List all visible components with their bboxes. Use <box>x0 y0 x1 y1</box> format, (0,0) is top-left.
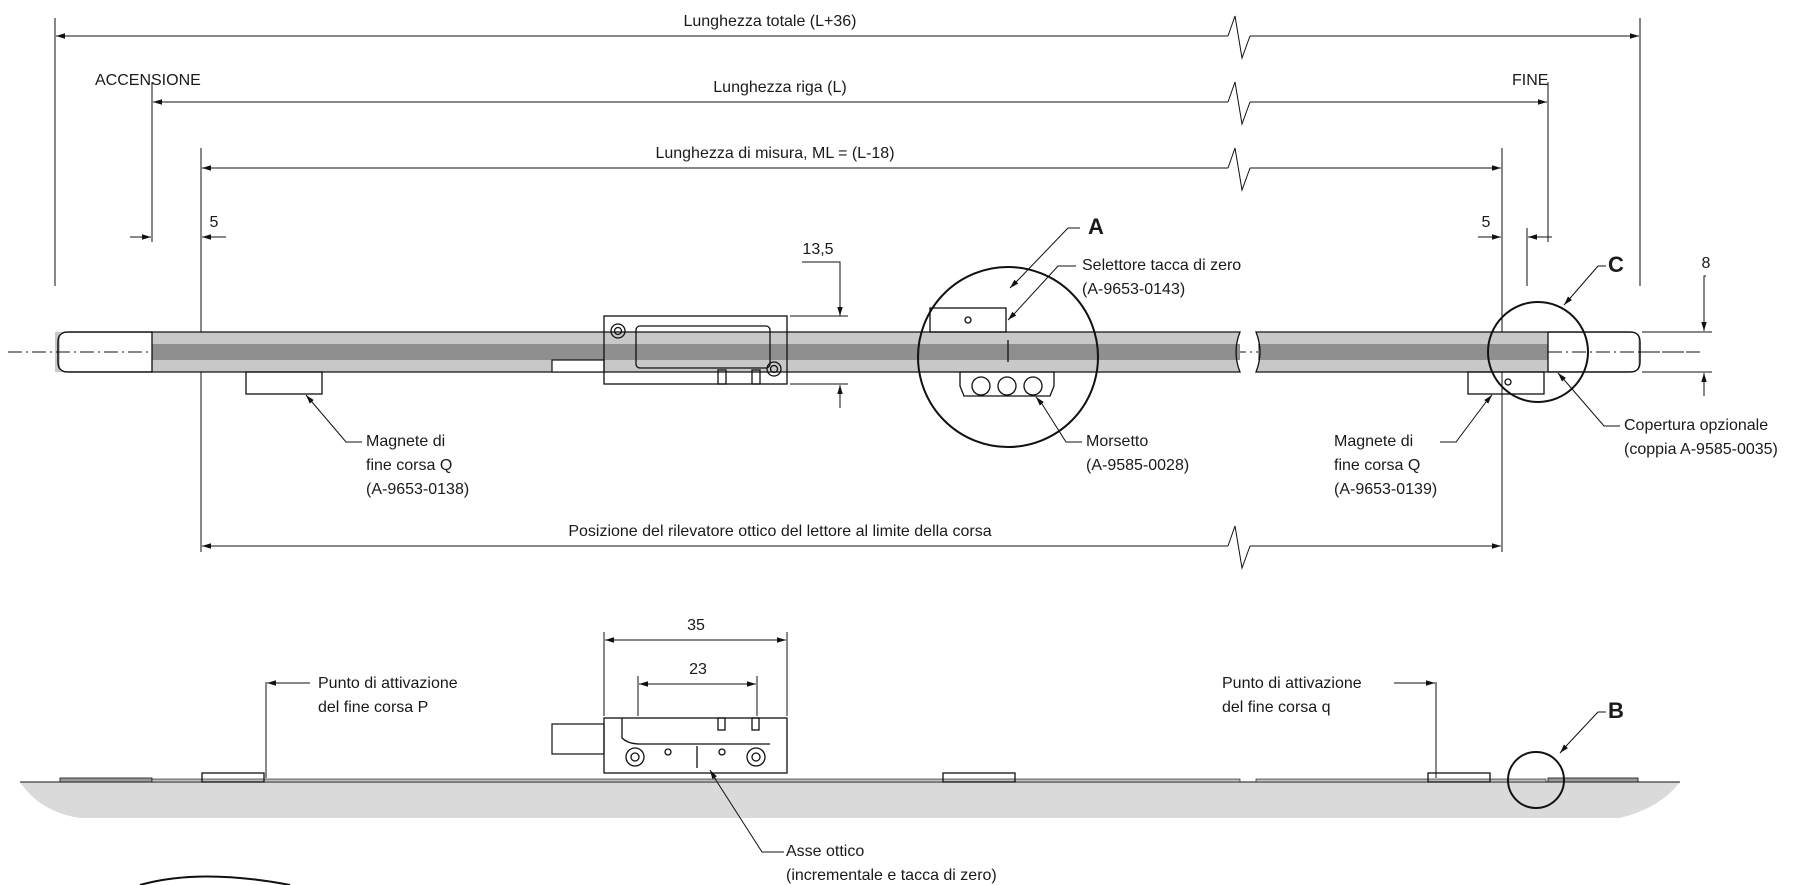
end-label: FINE <box>1512 72 1548 89</box>
limit-point-q-label-1: Punto di attivazione <box>1222 675 1362 692</box>
optional-cover-callout: Copertura opzionale (coppia A-9585-0035) <box>1557 372 1778 458</box>
power-on-label: ACCENSIONE <box>95 72 201 89</box>
dimension-scale-height: 8 <box>1642 255 1712 396</box>
end-offset-right-value: 5 <box>1482 214 1491 231</box>
limit-magnet-right-label-1: Magnete di <box>1334 433 1413 450</box>
end-offset-left-value: 5 <box>210 214 219 231</box>
dimension-end-offset-right: 5 <box>1478 214 1552 240</box>
limit-point-p-callout: Punto di attivazione del fine corsa P <box>265 675 458 778</box>
readhead-height-value: 13,5 <box>802 241 833 258</box>
clamp-label-1: Morsetto <box>1086 433 1148 450</box>
limit-magnet-right-label-2: fine corsa Q <box>1334 457 1420 474</box>
limit-magnet-right-label-3: (A-9653-0139) <box>1334 481 1437 498</box>
readhead-inner-width-value: 23 <box>689 661 707 678</box>
limit-point-p-label-1: Punto di attivazione <box>318 675 458 692</box>
readhead-top <box>551 315 788 385</box>
optional-cover-label-2: (coppia A-9585-0035) <box>1624 441 1778 458</box>
readhead-side <box>551 717 788 774</box>
detail-arc-partial <box>139 875 291 885</box>
dimension-end-offset-left: 5 <box>130 214 226 240</box>
dimension-scale-length: Lunghezza riga (L) <box>153 79 1547 126</box>
optional-cover-label-1: Copertura opzionale <box>1624 417 1768 434</box>
dimension-readhead-travel: Posizione del rilevatore ottico del lett… <box>202 523 1501 570</box>
scale-length-label: Lunghezza riga (L) <box>713 79 846 96</box>
dimension-readhead-height: 13,5 <box>790 241 848 408</box>
clamp-callout: Morsetto (A-9585-0028) <box>1035 396 1189 474</box>
optical-axis-label-1: Asse ottico <box>786 843 864 860</box>
clamp-label-2: (A-9585-0028) <box>1086 457 1189 474</box>
limit-magnet-left-callout: Magnete di fine corsa Q (A-9653-0138) <box>305 394 469 498</box>
detail-b: B <box>1507 698 1624 809</box>
detail-a-label: A <box>1088 214 1104 239</box>
limit-point-q-callout: Punto di attivazione del fine corsa q <box>1222 675 1437 778</box>
scale-bar <box>8 331 1700 373</box>
total-length-label: Lunghezza totale (L+36) <box>683 13 856 30</box>
scale-height-value: 8 <box>1702 255 1711 272</box>
optical-axis-callout: Asse ottico (incrementale e tacca di zer… <box>709 769 997 884</box>
limit-magnet-right <box>1467 371 1545 395</box>
dimension-measuring-length: Lunghezza di misura, ML = (L-18) <box>202 145 1501 192</box>
detail-b-label: B <box>1608 698 1624 723</box>
detail-c-label: C <box>1608 252 1624 277</box>
substrate <box>20 782 1680 818</box>
limit-magnet-left-label-2: fine corsa Q <box>366 457 452 474</box>
readhead-width-value: 35 <box>687 617 705 634</box>
dimension-readhead-inner-width: 23 <box>637 661 758 716</box>
limit-magnet-right-callout: Magnete di fine corsa Q (A-9653-0139) <box>1334 394 1493 498</box>
optical-axis-label-2: (incrementale e tacca di zero) <box>786 867 997 884</box>
measuring-length-label: Lunghezza di misura, ML = (L-18) <box>655 145 894 162</box>
zero-selector-label-1: Selettore tacca di zero <box>1082 257 1241 274</box>
detail-c: C <box>1487 252 1624 403</box>
scale-side-profile <box>59 772 1639 783</box>
dimension-total-length: Lunghezza totale (L+36) <box>56 13 1639 60</box>
zero-selector-label-2: (A-9653-0143) <box>1082 281 1185 298</box>
limit-magnet-left-label-1: Magnete di <box>366 433 445 450</box>
limit-point-p-label-2: del fine corsa P <box>318 699 428 716</box>
limit-magnet-left <box>245 371 323 395</box>
detail-a: A <box>917 214 1104 448</box>
zero-selector-callout: Selettore tacca di zero (A-9653-0143) <box>1007 257 1241 321</box>
limit-point-q-label-2: del fine corsa q <box>1222 699 1331 716</box>
dimension-readhead-width: 35 <box>603 617 788 716</box>
limit-magnet-left-label-3: (A-9653-0138) <box>366 481 469 498</box>
readhead-travel-label: Posizione del rilevatore ottico del lett… <box>568 523 991 540</box>
